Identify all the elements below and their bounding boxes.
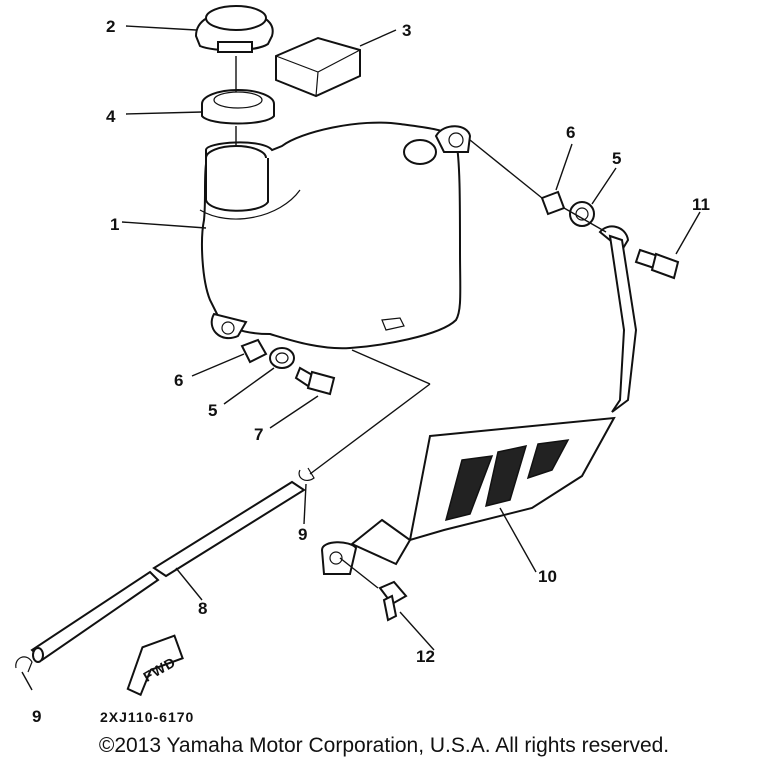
bolt-7 (294, 366, 336, 396)
collar-left (240, 338, 268, 364)
rubber-pad (275, 36, 361, 98)
callout-7: 7 (254, 425, 263, 444)
fuel-tank (199, 121, 472, 350)
callout-6-left: 6 (174, 371, 183, 390)
callout-3: 3 (402, 21, 411, 40)
copyright-notice: ©2013 Yamaha Motor Corporation, U.S.A. A… (98, 734, 670, 757)
callout-5-right: 5 (612, 149, 621, 168)
tank-cap (194, 5, 274, 53)
filler-seal (201, 89, 275, 125)
callout-8: 8 (198, 599, 207, 618)
callout-5-left: 5 (208, 401, 217, 420)
tank-bracket (320, 225, 638, 575)
damper-right (569, 201, 595, 227)
fwd-arrow-icon (126, 634, 184, 697)
breather-pipe (30, 480, 306, 663)
callout-2: 2 (106, 17, 115, 36)
bolt-11 (634, 248, 680, 280)
clip-upper (298, 467, 315, 482)
damper-left (269, 347, 295, 369)
parts-diagram: FWD 2 3 4 1 6 5 11 6 5 7 9 10 8 12 9 2XJ… (15, 5, 710, 726)
leader-lines (21, 25, 701, 691)
callout-9-lower: 9 (32, 707, 41, 726)
callout-10: 10 (538, 567, 557, 586)
clip-lower (15, 656, 33, 673)
callout-11: 11 (692, 195, 710, 214)
diagram-code: 2XJ110-6170 (100, 709, 194, 725)
callout-9-upper: 9 (298, 525, 307, 544)
callout-1: 1 (110, 215, 119, 234)
callout-12: 12 (416, 647, 435, 666)
collar-right (540, 190, 566, 216)
bolt-12 (378, 580, 408, 622)
callout-6-right: 6 (566, 123, 575, 142)
callout-4: 4 (106, 107, 116, 126)
